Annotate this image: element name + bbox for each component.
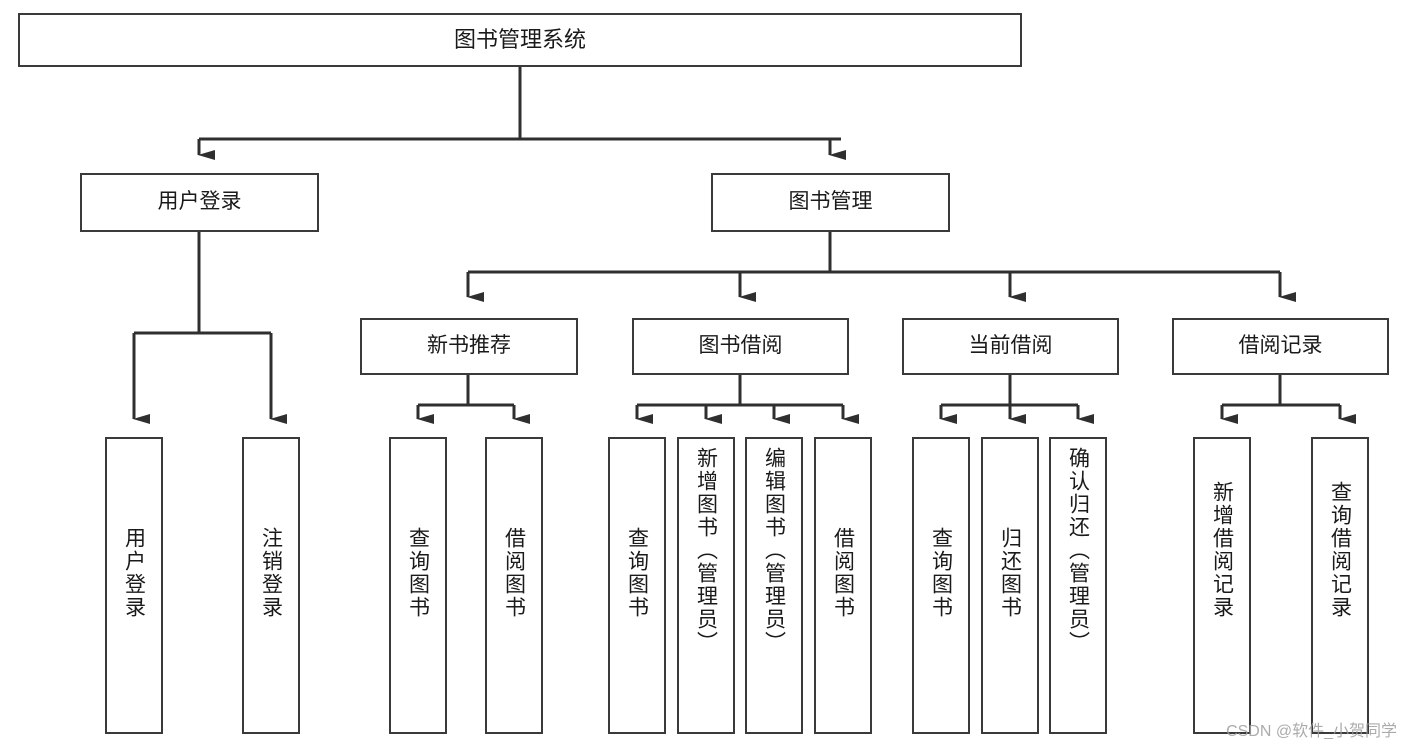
node-label: 新书推荐 <box>427 334 511 358</box>
node-label: 查询图书 <box>929 527 953 619</box>
node-label: 借阅图书 <box>502 527 526 619</box>
node-leaf-user-login[interactable]: 用户登录 <box>105 437 163 734</box>
node-label: 图书管理 <box>788 190 873 214</box>
node-label: 借阅图书 <box>831 527 855 619</box>
node-leaf-query-book-recommend[interactable]: 查询图书 <box>389 437 447 734</box>
node-label: 当前借阅 <box>968 334 1053 358</box>
node-current-borrow[interactable]: 当前借阅 <box>902 318 1119 375</box>
node-label: 借阅记录 <box>1238 334 1323 358</box>
node-label: 注销登录 <box>259 527 283 619</box>
csdn-watermark: CSDN @软件_小贺同学 <box>1226 723 1397 740</box>
node-label: 查询图书 <box>625 527 649 619</box>
node-book-management[interactable]: 图书管理 <box>711 173 950 232</box>
node-leaf-borrow-book-recommend[interactable]: 借阅图书 <box>485 437 543 734</box>
node-new-book-recommend[interactable]: 新书推荐 <box>360 318 578 375</box>
node-leaf-add-borrow-record[interactable]: 新增借阅记录 <box>1193 437 1251 734</box>
node-label: 图书管理系统 <box>453 27 586 53</box>
node-label: 编辑图书（管理员） <box>762 447 786 654</box>
node-leaf-confirm-return-admin[interactable]: 确认归还（管理员） <box>1049 437 1107 734</box>
node-label: 查询借阅记录 <box>1328 481 1352 619</box>
node-leaf-query-book-current[interactable]: 查询图书 <box>912 437 970 734</box>
node-root-system[interactable]: 图书管理系统 <box>18 13 1022 67</box>
node-label: 新增图书（管理员） <box>694 447 718 654</box>
node-book-borrow[interactable]: 图书借阅 <box>632 318 849 375</box>
node-leaf-query-borrow-record[interactable]: 查询借阅记录 <box>1311 437 1369 734</box>
node-leaf-borrow-book[interactable]: 借阅图书 <box>814 437 872 734</box>
node-leaf-edit-book-admin[interactable]: 编辑图书（管理员） <box>745 437 803 734</box>
node-label: 归还图书 <box>998 527 1022 619</box>
node-label: 新增借阅记录 <box>1210 481 1234 619</box>
node-label: 用户登录 <box>122 527 146 619</box>
node-leaf-add-book-admin[interactable]: 新增图书（管理员） <box>677 437 735 734</box>
node-leaf-return-book[interactable]: 归还图书 <box>981 437 1039 734</box>
node-borrow-record[interactable]: 借阅记录 <box>1172 318 1389 375</box>
node-user-login[interactable]: 用户登录 <box>80 173 319 232</box>
node-leaf-query-book-borrow[interactable]: 查询图书 <box>608 437 666 734</box>
node-label: 确认归还（管理员） <box>1066 447 1090 654</box>
node-label: 用户登录 <box>157 190 242 214</box>
node-leaf-logout[interactable]: 注销登录 <box>242 437 300 734</box>
node-label: 查询图书 <box>406 527 430 619</box>
node-label: 图书借阅 <box>698 334 783 358</box>
